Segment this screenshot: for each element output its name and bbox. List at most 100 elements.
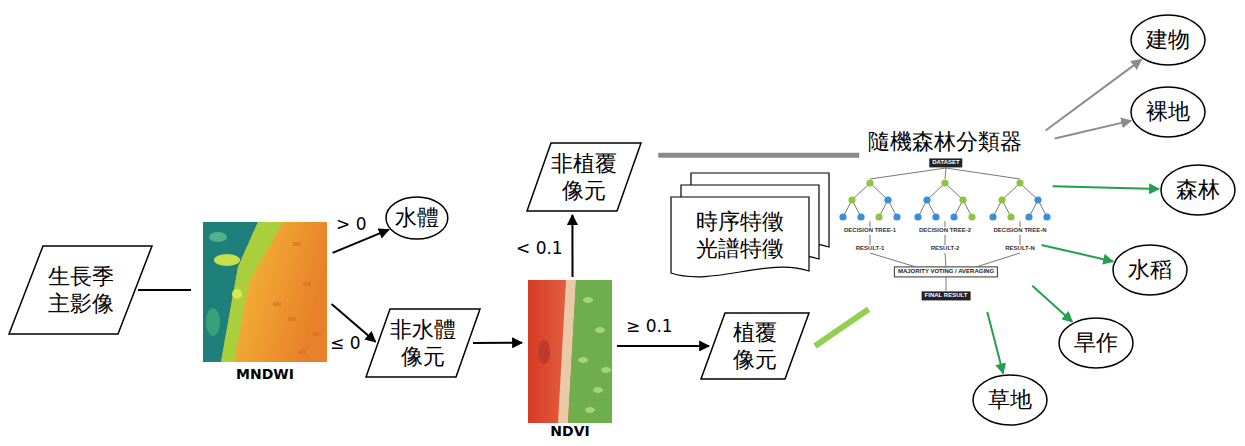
vegetation-area [568,280,612,423]
tree-node [893,213,900,220]
image-texture [578,357,588,363]
class-ellipse: 草地 [972,374,1048,426]
threshold-label: ≤ 0 [328,333,362,353]
text-area: 隨機森林分類器 [835,128,1055,156]
image-texture [313,332,321,336]
ellipse-outline [1131,15,1205,65]
node-label: 水體 [395,204,439,232]
tree-node [1007,213,1014,220]
ndvi-image: NDVI [528,280,612,441]
tree-label: DECISION TREE-N [992,227,1047,234]
text-area: 水體 [385,196,449,240]
node-label: 裸地 [1146,98,1190,126]
image-texture [288,317,296,321]
tree-link [852,183,870,200]
tree-node [941,179,948,186]
tree-link [927,183,945,200]
tree-node [998,196,1005,203]
result-label: RESULT-2 [930,245,961,252]
parallelogram-outline [9,246,152,334]
tree-link [870,253,916,267]
tree-link [946,168,1020,179]
tree-node [989,213,996,220]
tree-node [857,213,864,220]
tree-link [976,253,1020,267]
tree-node [950,213,957,220]
flow-connector [1042,245,1113,262]
ellipse-outline [1113,245,1187,295]
class-ellipse: 森林 [1160,164,1236,216]
parallelogram-outline [527,143,641,211]
tree-node [1034,196,1041,203]
tree-node [932,213,939,220]
tree-link [870,235,871,245]
image-blob [206,308,220,336]
result-label: RESULT-N [1004,245,1036,252]
node-outline [203,222,327,388]
flow-connector [1032,286,1072,322]
flow-connector [1053,186,1159,189]
node-label: 非植覆 像元 [548,150,620,205]
node-outline [835,128,1055,310]
image-texture [593,387,603,393]
tree-node [1025,213,1032,220]
text-area: NDVI [528,423,612,441]
tree-node [914,213,921,220]
result-label: RESULT-1 [855,245,886,252]
tree-node [923,196,930,203]
image-blob [209,232,227,242]
tree-link [945,235,946,245]
flow-connector [473,342,522,344]
parallelogram-outline [366,309,480,377]
tree-node [1043,213,1050,220]
tree-node [875,213,882,220]
text-area: 旱作 [1058,317,1134,369]
class-ellipse: 裸地 [1130,86,1206,138]
text-area: 植覆 像元 [700,312,810,380]
flow-connector [815,309,869,346]
index-image [528,280,612,423]
tree-node [866,179,873,186]
image-blob [232,289,242,299]
text-area: 生長季 主影像 [8,245,153,335]
node-outline [528,280,612,441]
image-texture [583,297,593,303]
text-area: 非水體 像元 [365,308,481,378]
classifier-title: 隨機森林分類器 [868,128,1022,156]
text-area: 草地 [972,374,1048,426]
text-area: MNDWI [203,362,327,388]
threshold-label: ≥ 0.1 [624,316,675,336]
tree-node [848,196,855,203]
threshold-label: < 0.1 [514,238,565,258]
node-label: 時序特徵 光譜特徵 [692,208,788,263]
mndwi-image: MNDWI [203,222,327,388]
voting-box: MAJORITY VOTING / AVERAGING [894,266,998,277]
text-area: 森林 [1160,164,1236,216]
ellipse-outline [1059,318,1133,368]
tree-node [839,213,846,220]
flow-connector [1046,60,1142,131]
class-ellipse: 水體 [385,196,449,240]
class-ellipse: 建物 [1130,14,1206,66]
image-texture [273,302,281,306]
image-texture [595,327,605,333]
tree-link [945,253,946,267]
text-area: 非植覆 像元 [526,142,642,212]
node-outline [8,245,153,335]
tree-link [1020,183,1038,200]
tree-link [946,277,947,291]
data-parallelogram: 植覆 像元 [700,312,810,380]
classifier: 隨機森林分類器DATASETDECISION TREE-1RESULT-1DEC… [835,128,1055,310]
ellipse-outline [1131,87,1205,137]
tree-label: DECISION TREE-1 [843,227,897,234]
image-texture [298,350,306,354]
node-label: 旱作 [1074,329,1118,357]
coast-band [221,222,283,362]
tree-link [1002,183,1020,200]
image-texture [293,242,301,246]
flow-connector [138,289,191,291]
node-label: 非水體 像元 [387,316,459,371]
image-caption: NDVI [550,423,589,441]
